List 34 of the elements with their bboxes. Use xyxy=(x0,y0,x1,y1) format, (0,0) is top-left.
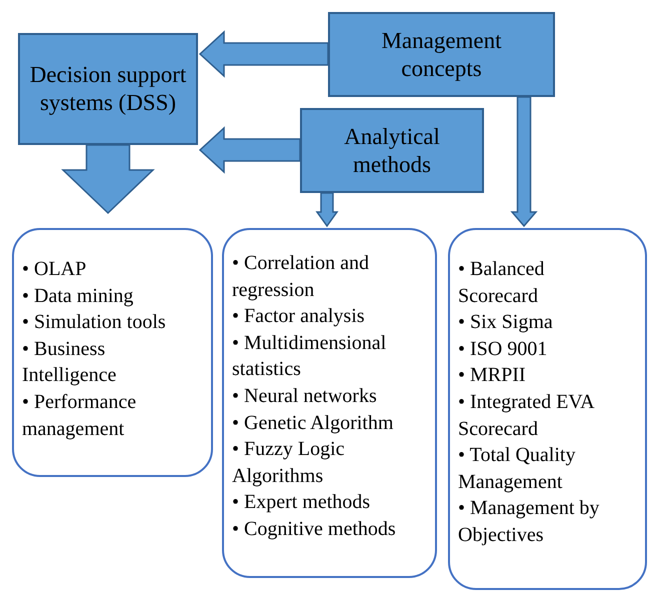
list-panel xyxy=(222,228,437,578)
list-item: • Business Intelligence xyxy=(22,336,118,388)
list-item: • Factor analysis xyxy=(232,304,366,330)
list-item: • MRPII xyxy=(458,363,527,388)
method-box xyxy=(300,108,484,193)
list-item: • Simulation tools xyxy=(22,310,167,336)
list-item: • OLAP xyxy=(22,257,88,282)
box-label: Analytical methods xyxy=(343,122,441,178)
list-item: • Cognitive methods xyxy=(232,516,397,542)
system-box xyxy=(18,33,198,145)
list-item: • Balanced Scorecard xyxy=(458,257,546,309)
list-item: • ISO 9001 xyxy=(458,336,548,362)
concept-box xyxy=(328,12,555,97)
block-arrow xyxy=(198,30,329,78)
block-arrow xyxy=(316,192,338,228)
list-item: • Management by Objectives xyxy=(458,496,600,548)
block-arrow xyxy=(510,96,538,228)
list-item: • Correlation and regression xyxy=(232,251,370,303)
list-panel xyxy=(448,228,647,590)
block-arrow xyxy=(61,144,155,214)
list-item: • Data mining xyxy=(22,284,134,309)
block-arrow xyxy=(198,126,301,174)
list-item: • Neural networks xyxy=(232,384,378,409)
list-item: • Six Sigma xyxy=(458,310,554,336)
list-item: • Genetic Algorithm xyxy=(232,410,394,436)
list-item: • Integrated EVA Scorecard xyxy=(458,390,595,442)
list-panel xyxy=(12,228,213,477)
list-item: • Expert methods xyxy=(232,490,372,516)
list-item: • Performance management xyxy=(22,390,138,442)
box-label: Management concepts xyxy=(380,26,503,82)
list-item: • Fuzzy Logic Algorithms xyxy=(232,437,346,489)
box-label: Decision support systems (DSS) xyxy=(28,61,188,117)
list-item: • Multidimensional statistics xyxy=(232,330,388,382)
list-item: • Total Quality Management xyxy=(458,443,576,495)
